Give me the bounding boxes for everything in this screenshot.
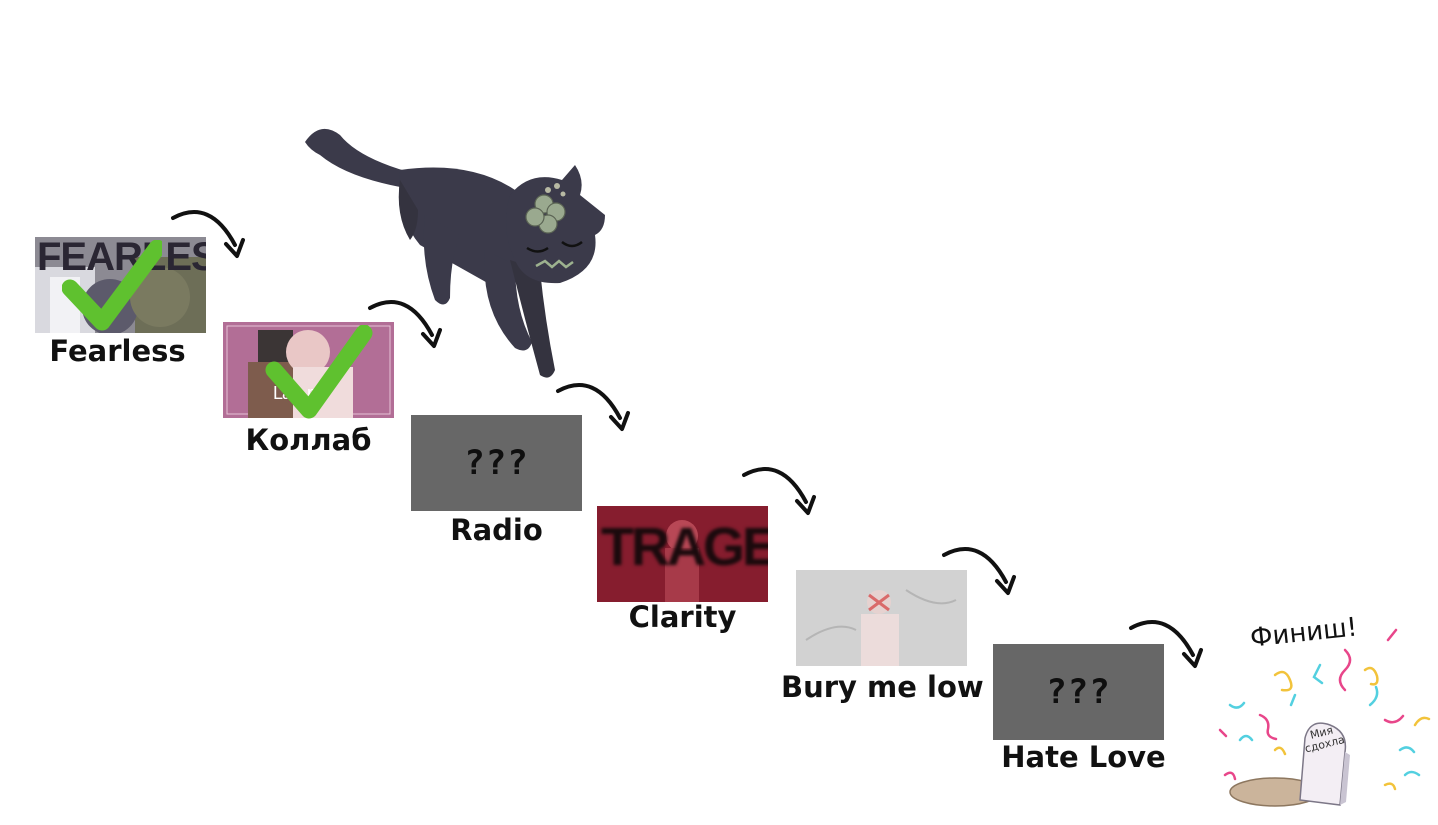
- thumbnail-title-text: La pe: [273, 383, 326, 403]
- placeholder-text: ???: [1046, 672, 1111, 712]
- thumbnail-clarity: TRAGEDY: [597, 506, 768, 602]
- thumbnail-title-text: TRAGEDY: [601, 517, 768, 577]
- thumbnail-hate-love: ???: [993, 644, 1164, 740]
- step-label-collab: Коллаб: [245, 423, 372, 457]
- step-label-hate-love: Hate Love: [1001, 740, 1166, 774]
- cat-mascot-icon: [305, 128, 605, 378]
- step-label-bury-me-low: Bury me low: [781, 670, 984, 704]
- finish-celebration: Финиш! Мия сдохла: [1200, 610, 1438, 820]
- step-label-radio: Radio: [450, 513, 543, 547]
- thumbnail-bury-me-low: [796, 570, 967, 666]
- placeholder-text: ???: [464, 443, 529, 483]
- bury-me-low-art: [796, 570, 967, 666]
- clarity-art: [597, 506, 768, 602]
- step-label-fearless: Fearless: [49, 334, 186, 368]
- confetti-icon: [1218, 628, 1431, 807]
- step-label-clarity: Clarity: [628, 600, 737, 634]
- thumbnail-fearless: FEARLESS: [35, 237, 206, 333]
- thumbnail-radio: ???: [411, 415, 582, 511]
- thumbnail-title-text: FEARLESS: [37, 237, 206, 279]
